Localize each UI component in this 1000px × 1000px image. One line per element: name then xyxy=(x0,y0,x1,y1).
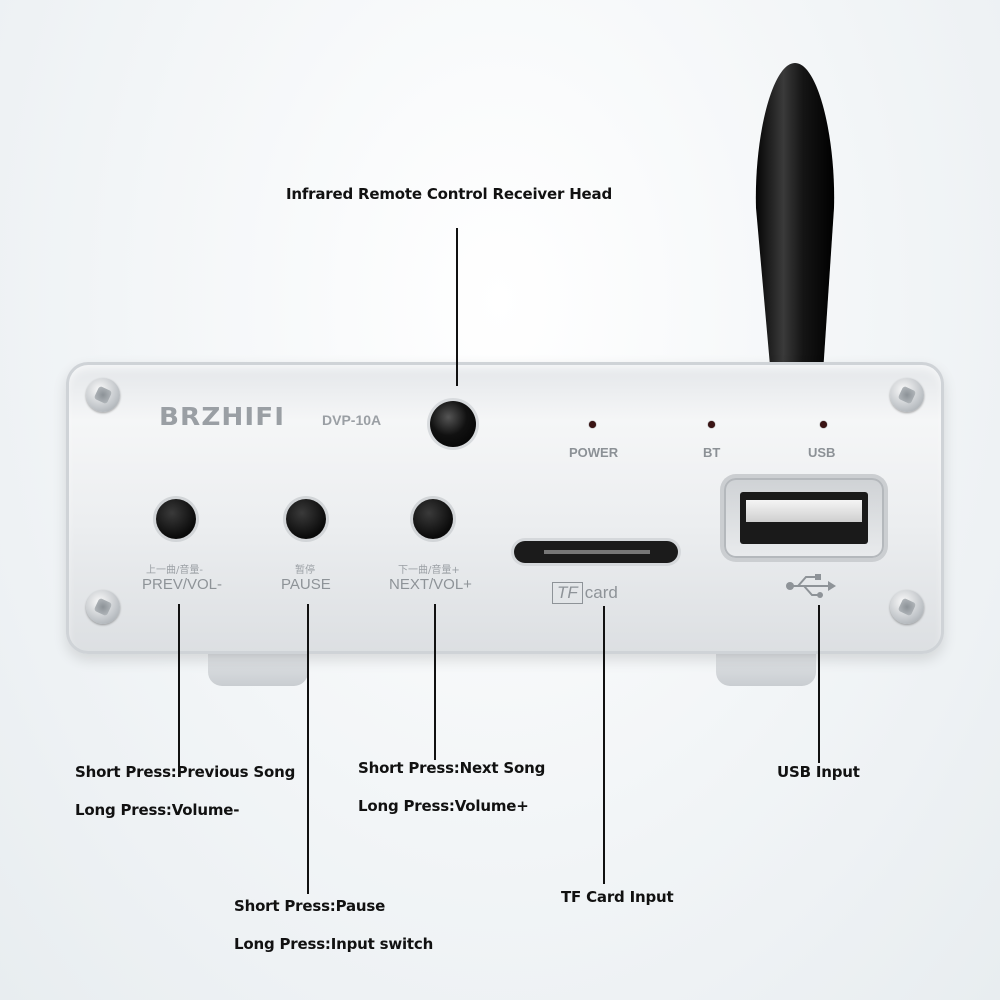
pause-button[interactable] xyxy=(286,499,326,539)
brand-logo: BRZHIFI xyxy=(158,402,286,431)
prev-long-annotation: Long Press:Volume- xyxy=(75,801,240,819)
screw-icon xyxy=(890,590,924,624)
led-label-power: POWER xyxy=(569,445,619,460)
tf-annotation: TF Card Input xyxy=(561,888,674,906)
ir-annotation: Infrared Remote Control Receiver Head xyxy=(286,185,612,203)
usb-icon xyxy=(786,574,836,598)
prev-pointer-line xyxy=(178,604,180,768)
model-label: DVP-10A xyxy=(322,412,382,428)
next-label: NEXT/VOL+ xyxy=(389,576,472,593)
pause-label: PAUSE xyxy=(281,576,331,593)
screw-icon xyxy=(86,378,120,412)
led-label-bt: BT xyxy=(703,445,721,460)
ir-receiver xyxy=(430,401,476,447)
prev-label: PREV/VOL- xyxy=(142,576,223,593)
pause-pointer-line xyxy=(307,604,309,894)
prev-short-annotation: Short Press:Previous Song xyxy=(75,763,296,781)
prev-cn-label: 上一曲/音量- xyxy=(146,565,203,576)
bt-led xyxy=(708,421,715,428)
prev-button[interactable] xyxy=(156,499,196,539)
next-button[interactable] xyxy=(413,499,453,539)
antenna xyxy=(755,63,835,388)
pause-short-annotation: Short Press:Pause xyxy=(234,897,386,915)
next-long-annotation: Long Press:Volume+ xyxy=(358,797,529,815)
next-pointer-line xyxy=(434,604,436,760)
tf-card-slot[interactable] xyxy=(514,541,678,563)
usb-port[interactable] xyxy=(724,478,884,558)
pause-cn-label: 暂停 xyxy=(295,565,315,576)
pause-long-annotation: Long Press:Input switch xyxy=(234,935,434,953)
ir-pointer-line xyxy=(456,228,458,386)
tf-pointer-line xyxy=(603,606,605,884)
screw-icon xyxy=(890,378,924,412)
power-led xyxy=(589,421,596,428)
next-cn-label: 下一曲/音量+ xyxy=(398,565,460,576)
usb-pointer-line xyxy=(818,605,820,763)
led-label-usb: USB xyxy=(808,445,836,460)
next-short-annotation: Short Press:Next Song xyxy=(358,759,546,777)
usb-annotation: USB Input xyxy=(777,763,860,781)
screw-icon xyxy=(86,590,120,624)
usb-led xyxy=(820,421,827,428)
